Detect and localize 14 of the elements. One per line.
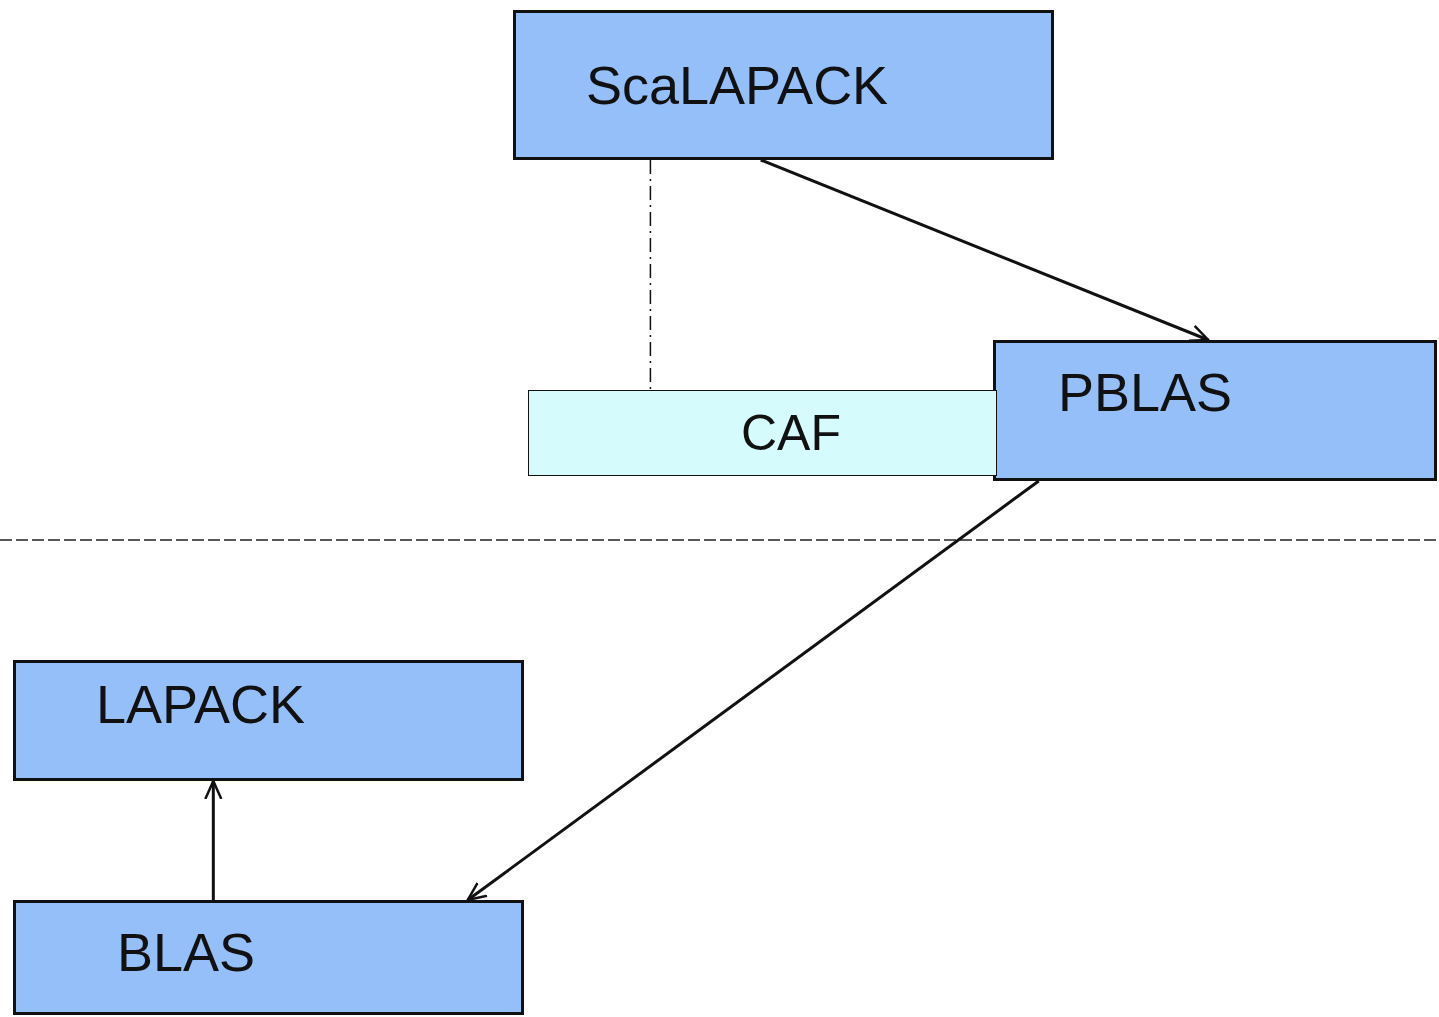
library-box xyxy=(13,660,524,781)
connector-line xyxy=(649,159,652,391)
box-label: PBLAS xyxy=(1058,365,1233,419)
box-label: BLAS xyxy=(117,925,256,979)
arrow xyxy=(760,158,1210,342)
box-label: LAPACK xyxy=(96,677,306,731)
library-box xyxy=(993,340,1437,481)
arrow xyxy=(466,479,1040,902)
library-box xyxy=(13,900,524,1015)
component-box xyxy=(528,390,997,476)
box-label: ScaLAPACK xyxy=(586,58,889,112)
box-label: CAF xyxy=(741,408,841,458)
arrow xyxy=(204,779,223,900)
library-box xyxy=(513,10,1054,160)
